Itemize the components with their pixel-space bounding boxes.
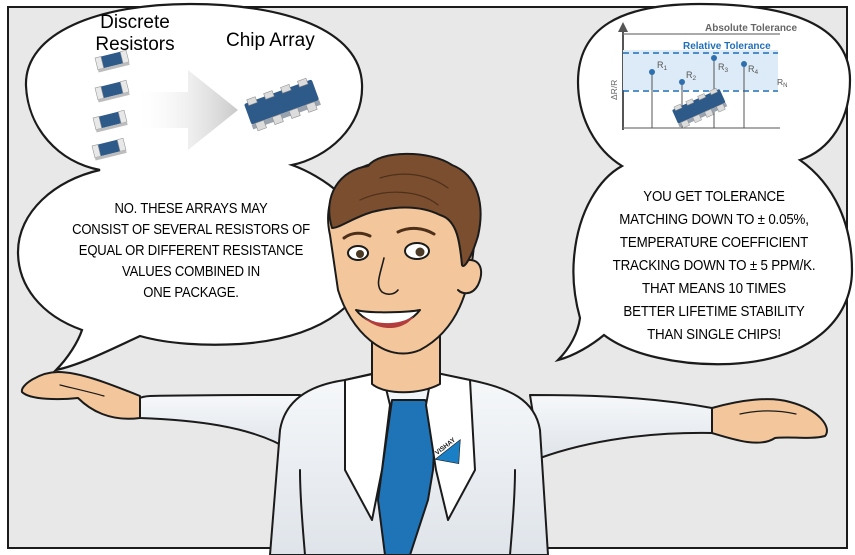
delta-r-axis-label: ΔR/R [609, 80, 619, 100]
resistor-point-3 [711, 55, 717, 61]
arrow-right-icon [140, 70, 238, 150]
discrete-resistors-image [91, 49, 130, 161]
left-speech-line: VALUES COMBINED IN [122, 264, 260, 280]
chip-array-image [244, 77, 321, 132]
resistor-point-2 [679, 79, 685, 85]
right-speech-text: YOU GET TOLERANCE MATCHING DOWN TO ± 0.0… [591, 186, 838, 347]
left-speech-text: NO. THESE ARRAYS MAY CONSIST OF SEVERAL … [43, 199, 340, 304]
relative-tolerance-label: Relative Tolerance [683, 41, 771, 52]
left-speech-line: ONE PACKAGE. [143, 285, 239, 301]
left-speech-line: NO. THESE ARRAYS MAY [114, 201, 268, 217]
resistor-label-4: R4 [748, 64, 759, 76]
resistor-label-1: R1 [657, 60, 668, 72]
nominal-resistance-label: RN [777, 77, 787, 89]
right-speech-bubble [554, 2, 854, 366]
scientist-character [20, 152, 828, 555]
left-speech-bubble [16, 2, 372, 372]
chip-array-label: Chip Array [226, 30, 315, 51]
tolerance-diagram: Absolute Tolerance Relative Tolerance ΔR… [609, 22, 797, 130]
resistor-label-2: R2 [686, 70, 697, 82]
absolute-tolerance-label: Absolute Tolerance [705, 23, 797, 34]
right-speech-line: MATCHING DOWN TO ± 0.05%, [619, 212, 809, 228]
resistor-label-3: R3 [718, 62, 729, 74]
left-speech-line: EQUAL OR DIFFERENT RESISTANCE [78, 243, 304, 259]
right-speech-line: BETTER LIFETIME STABILITY [623, 304, 805, 320]
resistor-point-4 [741, 61, 747, 67]
resistor-point-1 [649, 69, 655, 75]
discrete-resistors-label: Discrete Resistors [95, 12, 175, 55]
right-speech-line: TEMPERATURE COEFFICIENT [619, 235, 809, 251]
right-speech-line: THAT MEANS 10 TIMES [641, 281, 787, 297]
diagram-chip-array-image [672, 87, 728, 129]
right-speech-line: THAN SINGLE CHIPS! [647, 327, 781, 343]
right-speech-line: TRACKING DOWN TO ± 5 PPM/K. [612, 258, 816, 274]
left-speech-line: CONSIST OF SEVERAL RESISTORS OF [72, 222, 310, 238]
right-speech-line: YOU GET TOLERANCE [643, 189, 785, 205]
